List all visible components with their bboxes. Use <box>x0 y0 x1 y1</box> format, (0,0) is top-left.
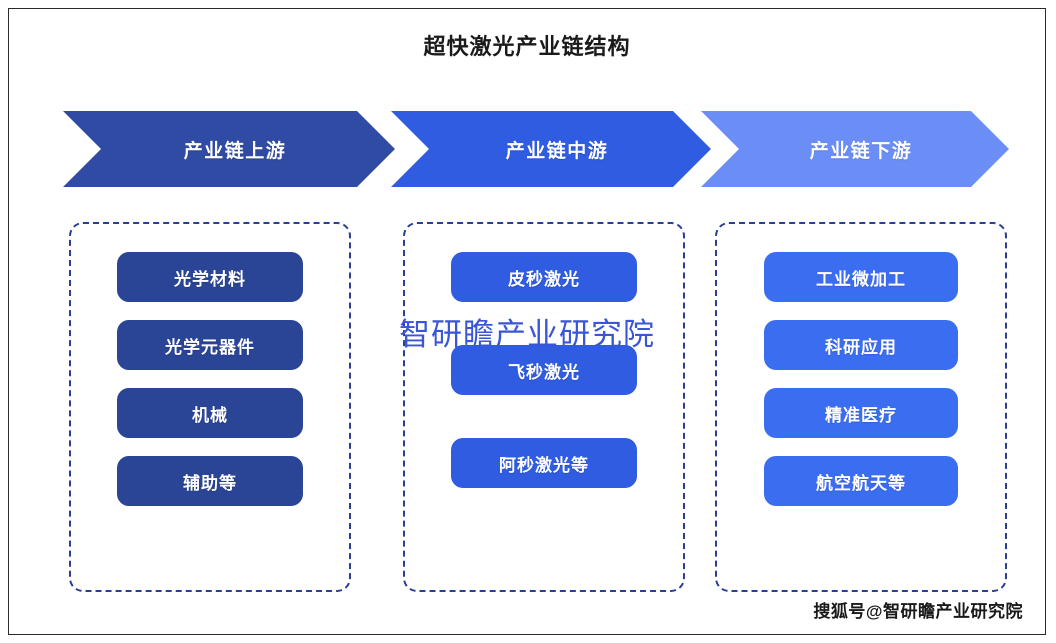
pill-item[interactable]: 科研应用 <box>764 320 958 370</box>
chain-stage-upstream-label: 产业链上游 <box>183 140 287 162</box>
pill-item[interactable]: 皮秒激光 <box>451 252 637 302</box>
chain-stage-band: 产业链上游 产业链中游 产业链下游 <box>9 111 1045 191</box>
pill-item[interactable]: 光学材料 <box>117 252 303 302</box>
pill-item[interactable]: 辅助等 <box>117 456 303 506</box>
pill-item[interactable]: 阿秒激光等 <box>451 438 637 488</box>
diagram-canvas: 超快激光产业链结构 产业链上游 产业链中游 产业链下游 光学材料 光学元器件 机… <box>8 8 1046 635</box>
pill-item[interactable]: 飞秒激光 <box>451 345 637 395</box>
pill-item[interactable]: 机械 <box>117 388 303 438</box>
chain-stage-midstream[interactable]: 产业链中游 <box>391 111 711 187</box>
page-title: 超快激光产业链结构 <box>423 34 631 59</box>
pill-item[interactable]: 精准医疗 <box>764 388 958 438</box>
chain-stage-upstream[interactable]: 产业链上游 <box>63 111 395 187</box>
pill-item[interactable]: 工业微加工 <box>764 252 958 302</box>
watermark-footer: 搜狐号@智研瞻产业研究院 <box>813 602 1023 621</box>
column-midstream: 皮秒激光 飞秒激光 阿秒激光等 <box>403 222 685 592</box>
chain-stage-midstream-label: 产业链中游 <box>505 140 609 162</box>
column-upstream: 光学材料 光学元器件 机械 辅助等 <box>69 222 351 592</box>
chain-stage-downstream[interactable]: 产业链下游 <box>701 111 1009 187</box>
chain-stage-downstream-label: 产业链下游 <box>809 140 913 162</box>
chain-columns: 光学材料 光学元器件 机械 辅助等 皮秒激光 飞秒激光 阿秒激光等 工业微加工 … <box>9 222 1045 597</box>
pill-item[interactable]: 光学元器件 <box>117 320 303 370</box>
pill-item[interactable]: 航空航天等 <box>764 456 958 506</box>
column-downstream: 工业微加工 科研应用 精准医疗 航空航天等 <box>715 222 1007 592</box>
